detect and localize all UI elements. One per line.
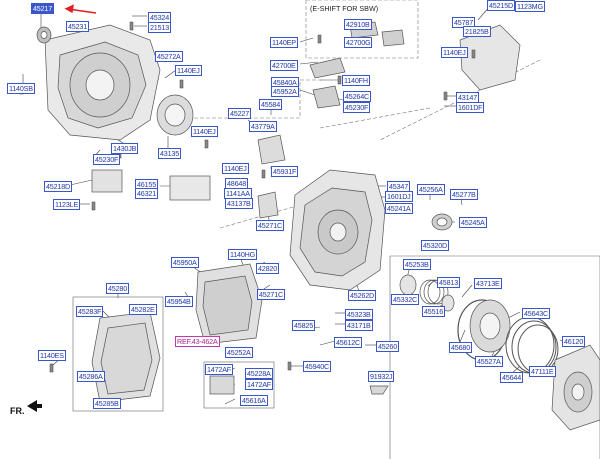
part-label-45271c-b[interactable]: 45271C: [257, 289, 285, 300]
part-label-43779a[interactable]: 43779A: [249, 121, 277, 132]
part-label-43137b[interactable]: 43137B: [225, 198, 253, 209]
part-label-1472af-b[interactable]: 1472AF: [245, 379, 273, 390]
reference-link-43-462a[interactable]: REF.43-462A: [175, 336, 220, 347]
part-label-45952a[interactable]: 45952A: [271, 86, 299, 97]
part-label-45320d[interactable]: 45320D: [421, 240, 449, 251]
part-label-45643c[interactable]: 45643C: [522, 308, 550, 319]
part-label-1140sb[interactable]: 1140SB: [7, 83, 35, 94]
part-label-45228a[interactable]: 45228A: [245, 368, 273, 379]
part-label-45644[interactable]: 45644: [500, 372, 523, 383]
part-label-1601df[interactable]: 1601DF: [456, 102, 485, 113]
part-label-45283f[interactable]: 45283F: [76, 306, 104, 317]
part-label-45272a[interactable]: 45272A: [155, 51, 183, 62]
part-label-45230f-a[interactable]: 45230F: [93, 154, 121, 165]
part-label-46120[interactable]: 46120: [562, 336, 585, 347]
part-label-45323b[interactable]: 45323B: [345, 309, 373, 320]
part-label-45332c[interactable]: 45332C: [391, 294, 419, 305]
part-label-45271c-a[interactable]: 45271C: [256, 220, 284, 231]
part-label-45825[interactable]: 45825: [292, 320, 315, 331]
part-label-45264c[interactable]: 45264C: [343, 91, 371, 102]
part-label-1472af-a[interactable]: 1472AF: [205, 364, 233, 375]
part-label-45954b[interactable]: 45954B: [165, 296, 193, 307]
front-direction-label: FR.: [10, 406, 25, 416]
part-label-45280[interactable]: 45280: [106, 283, 129, 294]
part-label-43713e[interactable]: 43713E: [474, 278, 502, 289]
part-label-45584[interactable]: 45584: [259, 99, 282, 110]
part-label-1140ej-b[interactable]: 1140EJ: [191, 126, 218, 137]
part-label-45940c[interactable]: 45940C: [303, 361, 331, 372]
part-label-45230f-b[interactable]: 45230F: [343, 102, 371, 113]
part-label-1430jb[interactable]: 1430JB: [111, 143, 139, 154]
part-label-45256a[interactable]: 45256A: [417, 184, 445, 195]
part-label-45285b[interactable]: 45285B: [93, 398, 121, 409]
part-label-45245a[interactable]: 45245A: [459, 217, 487, 228]
part-label-45680[interactable]: 45680: [449, 342, 472, 353]
part-label-45260[interactable]: 45260: [376, 341, 399, 352]
part-label-1140ej-a[interactable]: 1140EJ: [175, 65, 202, 76]
part-label-1140fh[interactable]: 1140FH: [342, 75, 370, 86]
part-label-47111e[interactable]: 47111E: [529, 366, 556, 377]
part-label-1140hg[interactable]: 1140HG: [228, 249, 258, 260]
part-label-1123le[interactable]: 1123LE: [53, 199, 81, 210]
part-label-43171b[interactable]: 43171B: [345, 320, 373, 331]
part-label-42820[interactable]: 42820: [256, 263, 279, 274]
part-label-45516[interactable]: 45516: [422, 306, 445, 317]
part-label-45217[interactable]: 45217: [31, 3, 54, 14]
part-label-91932j[interactable]: 91932J: [368, 371, 395, 382]
part-label-45612c[interactable]: 45612C: [334, 337, 362, 348]
part-label-42700e[interactable]: 42700E: [270, 60, 298, 71]
part-label-1123mg[interactable]: 1123MG: [515, 1, 545, 12]
part-label-1140ej-d[interactable]: 1140EJ: [441, 47, 468, 58]
part-label-45218d[interactable]: 45218D: [44, 181, 72, 192]
part-label-1140es[interactable]: 1140ES: [38, 350, 66, 361]
part-label-1140ej-c[interactable]: 1140EJ: [222, 163, 249, 174]
part-label-21825b[interactable]: 21825B: [463, 26, 491, 37]
part-label-43135[interactable]: 43135: [158, 148, 181, 159]
part-label-45253b[interactable]: 45253B: [403, 259, 431, 270]
part-label-45227[interactable]: 45227: [228, 108, 251, 119]
part-label-45277b[interactable]: 45277B: [450, 189, 478, 200]
part-label-45262d[interactable]: 45262D: [348, 290, 376, 301]
part-label-45616a[interactable]: 45616A: [240, 395, 268, 406]
part-label-45931f[interactable]: 45931F: [271, 166, 299, 177]
part-label-45252a[interactable]: 45252A: [225, 347, 253, 358]
part-label-1601dj[interactable]: 1601DJ: [385, 191, 413, 202]
eshift-group-title: (E-SHIFT FOR SBW): [310, 4, 379, 13]
part-label-45231[interactable]: 45231: [66, 21, 89, 32]
part-label-45215d[interactable]: 45215D: [487, 0, 515, 11]
part-label-45950a[interactable]: 45950A: [171, 257, 199, 268]
part-label-21513[interactable]: 21513: [148, 22, 171, 33]
part-label-45527a[interactable]: 45527A: [475, 356, 503, 367]
part-label-42910b[interactable]: 42910B: [344, 19, 372, 30]
part-label-45282e[interactable]: 45282E: [129, 304, 157, 315]
part-label-46321[interactable]: 46321: [135, 188, 158, 199]
part-label-1140ep[interactable]: 1140EP: [270, 37, 298, 48]
part-label-45813[interactable]: 45813: [437, 277, 460, 288]
part-label-42700g[interactable]: 42700G: [344, 37, 373, 48]
part-label-45286a[interactable]: 45286A: [77, 371, 105, 382]
part-label-45241a[interactable]: 45241A: [385, 203, 413, 214]
